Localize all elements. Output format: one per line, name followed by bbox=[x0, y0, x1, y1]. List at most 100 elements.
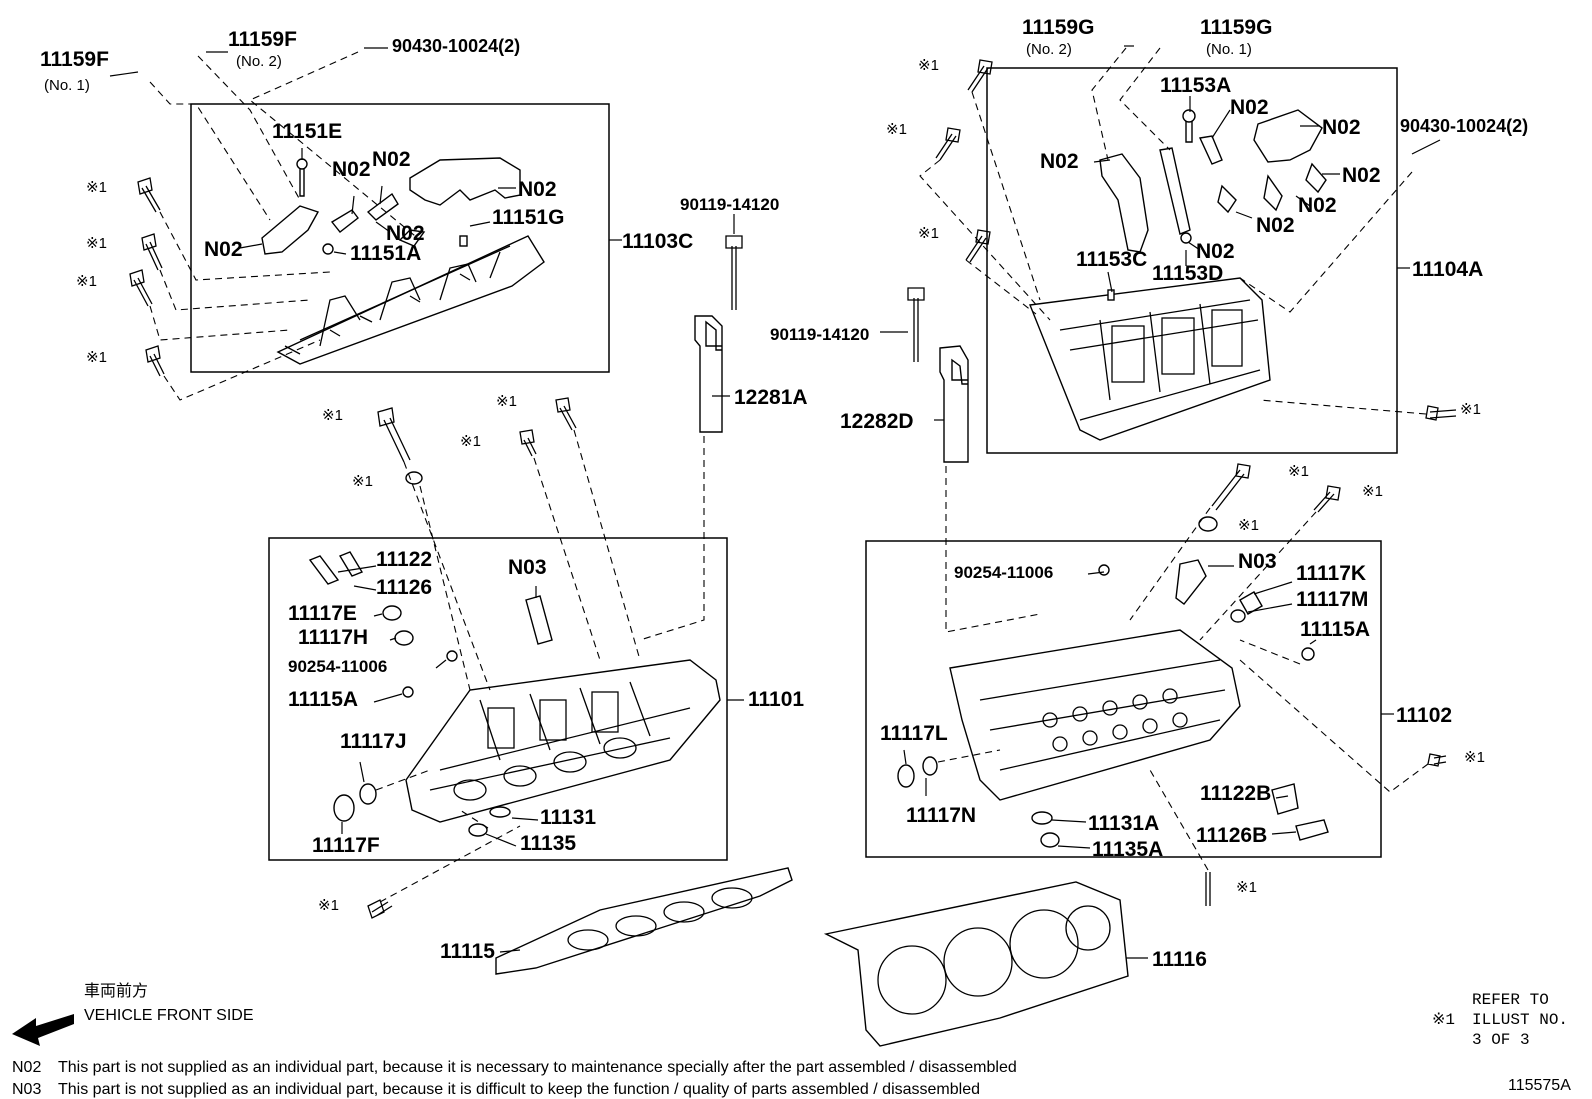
ref-marks: ※1 ※1 ※1 ※1 ※1 ※1 ※1 ※1 ※1 ※1 ※1 ※1 ※1 ※… bbox=[76, 57, 1485, 914]
label-n02-b: N02 bbox=[372, 148, 411, 171]
footnote-code-n02: N02 bbox=[12, 1059, 41, 1076]
box-camshaft-housing-right bbox=[986, 67, 1398, 454]
label-90430-right: 90430-10024(2) bbox=[1400, 116, 1528, 136]
label-11159F-no2: 11159F bbox=[228, 28, 297, 51]
ref-mark: ※1 bbox=[460, 433, 481, 450]
ref-mark: ※1 bbox=[322, 407, 343, 424]
ref-mark: ※1 bbox=[86, 349, 107, 366]
label-n03-left: N03 bbox=[508, 556, 547, 579]
label-11153C: 11153C bbox=[1076, 248, 1147, 271]
label-90254-left: 90254-11006 bbox=[288, 657, 387, 676]
label-11104A: 11104A bbox=[1412, 258, 1483, 281]
arrow-left-icon bbox=[12, 1014, 74, 1046]
illustration-number: 115575A bbox=[1508, 1077, 1571, 1094]
label-11115: 11115 bbox=[440, 940, 495, 963]
label-11135A: 11135A bbox=[1092, 838, 1163, 861]
label-11151A: 11151A bbox=[350, 242, 421, 265]
refer-line2: ILLUST NO. bbox=[1472, 1011, 1568, 1029]
label-90119-right: 90119-14120 bbox=[770, 325, 869, 344]
label-11116: 11116 bbox=[1152, 948, 1207, 971]
label-11135: 11135 bbox=[520, 832, 576, 855]
vehicle-front-indicator: 車両前方 VEHICLE FRONT SIDE bbox=[12, 981, 254, 1046]
label-11117K: 11117K bbox=[1296, 562, 1366, 585]
label-11151E: 11151E bbox=[272, 120, 342, 143]
box-camshaft-housing-left bbox=[190, 103, 610, 373]
label-11117F: 11117F bbox=[312, 834, 380, 857]
label-12281A: 12281A bbox=[734, 386, 808, 409]
camshaft-housing-right-drawing bbox=[1029, 109, 1327, 441]
label-11122B: 11122B bbox=[1200, 782, 1271, 805]
label-n03-right: N03 bbox=[1238, 550, 1277, 573]
ref-mark: ※1 bbox=[86, 179, 107, 196]
label-11102: 11102 bbox=[1396, 704, 1452, 727]
head-gasket-right-11116 bbox=[823, 881, 1129, 1047]
engine-hanger-right-12282D bbox=[939, 345, 969, 463]
label-n02-f: N02 bbox=[1230, 96, 1269, 119]
label-11117E: 11117E bbox=[288, 602, 357, 625]
refer-note: REFER TO ※1 ILLUST NO. 3 OF 3 bbox=[1432, 991, 1568, 1049]
direction-english: VEHICLE FRONT SIDE bbox=[84, 1007, 254, 1024]
ref-mark: ※1 bbox=[1238, 517, 1259, 534]
label-11117H: 11117H bbox=[298, 626, 368, 649]
label-n02-k: N02 bbox=[1256, 214, 1295, 237]
ref-mark: ※1 bbox=[1236, 879, 1257, 896]
label-11122: 11122 bbox=[376, 548, 432, 571]
ref-mark: ※1 bbox=[76, 273, 97, 290]
footnote-text-n03: This part is not supplied as an individu… bbox=[58, 1081, 980, 1098]
footnotes: N02 This part is not supplied as an indi… bbox=[12, 1059, 1571, 1098]
label-11159G-no2-sub: (No. 2) bbox=[1026, 41, 1072, 58]
cylinder-head-right-drawing bbox=[897, 559, 1329, 848]
label-11159G-no1: 11159G bbox=[1200, 16, 1272, 39]
label-11117M: 11117M bbox=[1296, 588, 1368, 611]
label-n02-d: N02 bbox=[386, 222, 425, 245]
footnote-code-n03: N03 bbox=[12, 1081, 41, 1098]
solid-leaders bbox=[109, 45, 1441, 959]
label-11126B: 11126B bbox=[1196, 824, 1267, 847]
label-n02-j: N02 bbox=[1298, 194, 1337, 217]
ref-mark: ※1 bbox=[496, 393, 517, 410]
ref-mark: ※1 bbox=[1464, 749, 1485, 766]
refer-mark: ※1 bbox=[1432, 1011, 1455, 1029]
ref-mark: ※1 bbox=[886, 121, 907, 138]
label-11126: 11126 bbox=[376, 576, 432, 599]
label-90254-right: 90254-11006 bbox=[954, 563, 1053, 582]
label-11131: 11131 bbox=[540, 806, 596, 829]
bolts-head-area bbox=[367, 397, 1447, 919]
stud-bolts-90119 bbox=[725, 235, 925, 362]
part-labels: 11159F (No. 1) 11159F (No. 2) 90430-1002… bbox=[40, 16, 1528, 971]
label-11159F-no2-sub: (No. 2) bbox=[236, 53, 282, 70]
ref-mark: ※1 bbox=[918, 57, 939, 74]
bolts-right-camshaft bbox=[935, 59, 1457, 421]
label-11159G-no1-sub: (No. 1) bbox=[1206, 41, 1252, 58]
label-n02-l: N02 bbox=[1196, 240, 1235, 263]
label-11101: 11101 bbox=[748, 688, 804, 711]
label-11131A: 11131A bbox=[1088, 812, 1159, 835]
label-11115A-right: 11115A bbox=[1300, 618, 1370, 641]
box-cylinder-head-right bbox=[865, 540, 1382, 858]
ref-mark: ※1 bbox=[86, 235, 107, 252]
ref-mark: ※1 bbox=[1362, 483, 1383, 500]
engine-hanger-left-12281A bbox=[694, 315, 723, 433]
label-n02-e: N02 bbox=[204, 238, 243, 261]
label-90119-left: 90119-14120 bbox=[680, 195, 779, 214]
label-90430-left: 90430-10024(2) bbox=[392, 36, 520, 56]
label-11117J: 11117J bbox=[340, 730, 407, 753]
label-n02-h: N02 bbox=[1040, 150, 1079, 173]
label-11117N: 11117N bbox=[906, 804, 976, 827]
label-n02-a: N02 bbox=[332, 158, 371, 181]
box-cylinder-head-left bbox=[268, 537, 728, 861]
label-n02-g: N02 bbox=[1322, 116, 1361, 139]
label-n02-c: N02 bbox=[518, 178, 557, 201]
refer-line3: 3 OF 3 bbox=[1472, 1031, 1530, 1049]
label-11117L: 11117L bbox=[880, 722, 948, 745]
camshaft-housing-left-drawing bbox=[261, 157, 545, 365]
label-11159F-no1-sub: (No. 1) bbox=[44, 77, 90, 94]
label-11153D: 11153D bbox=[1152, 262, 1223, 285]
label-n02-i: N02 bbox=[1342, 164, 1381, 187]
label-11159G-no2: 11159G bbox=[1022, 16, 1094, 39]
label-11159F-no1: 11159F bbox=[40, 48, 109, 71]
footnote-text-n02: This part is not supplied as an individu… bbox=[58, 1059, 1017, 1076]
bolts-left-column bbox=[129, 177, 165, 377]
label-11151G: 11151G bbox=[492, 206, 564, 229]
